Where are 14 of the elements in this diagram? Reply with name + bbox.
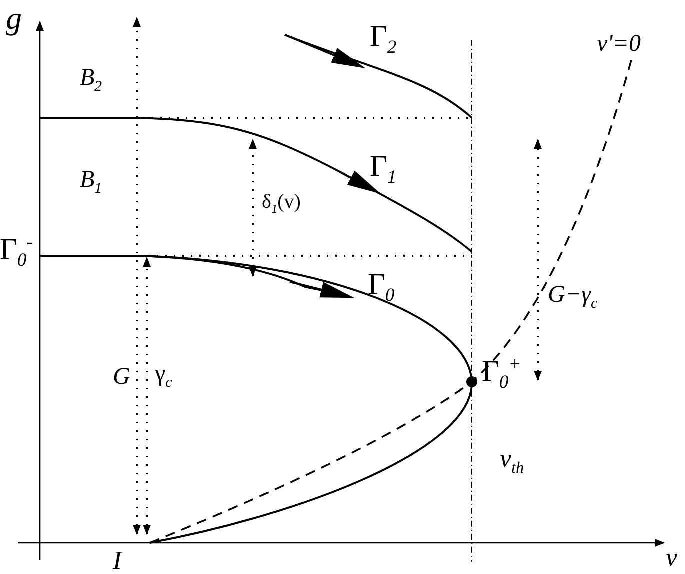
curve-label: v'=0	[597, 32, 641, 56]
curve-label: Γ$_{1}$	[370, 152, 397, 188]
axis-label: v	[666, 545, 678, 571]
axis-label: I	[113, 548, 122, 574]
region-label: B$_{2}$	[80, 66, 102, 95]
axis-label: v$_{th}$	[500, 446, 524, 478]
curve-label: Γ$_{2}$	[370, 22, 397, 58]
curve-label: Γ$_{0}$	[368, 270, 395, 306]
measure-label: δ$_{1}$(v)	[262, 192, 301, 216]
measure-label: G−γ$_{c}$	[548, 283, 598, 312]
axis-label: g	[6, 2, 22, 34]
measure-label: γ$_{c}$	[155, 362, 172, 391]
measure-label: G	[113, 365, 130, 389]
region-label: B$_{1}$	[80, 168, 102, 197]
